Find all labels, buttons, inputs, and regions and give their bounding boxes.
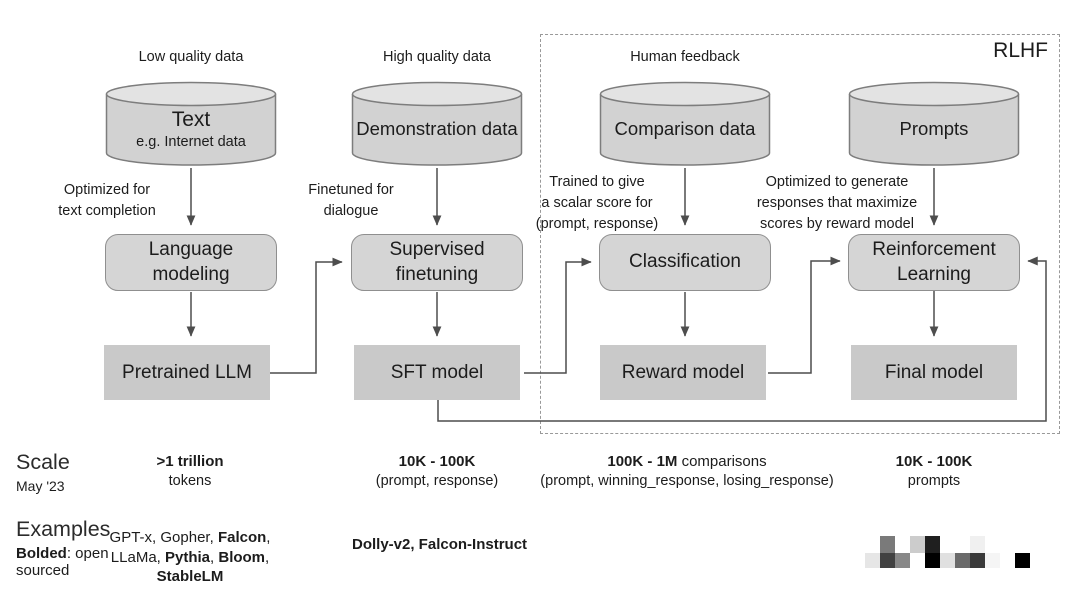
- col3-quality-label: Human feedback: [630, 49, 740, 65]
- col1-cylinder-subtitle: e.g. Internet data: [136, 133, 246, 150]
- col2-arrow-annotation: Finetuned for dialogue: [308, 182, 394, 220]
- rlhf-region-label: RLHF: [993, 39, 1048, 62]
- examples-note-line2: sourced: [16, 562, 70, 579]
- scale-col3: 100K - 1M comparisons (prompt, winning_r…: [540, 453, 834, 489]
- col1-cylinder-title: Text: [171, 108, 211, 132]
- col2-data-cylinder: Demonstration data: [351, 81, 523, 167]
- col2-cylinder-title: Demonstration data: [356, 117, 518, 139]
- examples-row-header: Examples Bolded: open sourced: [16, 517, 110, 579]
- col4-process-box: Reinforcement Learning: [848, 234, 1020, 291]
- col4-cylinder-title: Prompts: [899, 117, 969, 139]
- col3-arrow-annotation: Trained to give a scalar score for (prom…: [535, 174, 659, 233]
- cylinder-icon: [848, 81, 1020, 166]
- col2-quality-label: High quality data: [382, 49, 491, 65]
- cylinder-icon: [105, 81, 277, 166]
- col2-model-box: SFT model: [354, 345, 520, 400]
- cylinder-icon: [351, 81, 523, 166]
- col3-cylinder-title: Comparison data: [614, 117, 756, 139]
- scale-date: May '23: [16, 478, 65, 494]
- examples-title: Examples: [16, 517, 111, 541]
- examples-note-line1: Bolded: open: [16, 545, 109, 562]
- col1-process-box: Language modeling: [105, 234, 277, 291]
- col1-model-box: Pretrained LLM: [104, 345, 270, 400]
- scale-title: Scale: [16, 450, 70, 474]
- col3-process-box: Classification: [599, 234, 771, 291]
- examples-col1-models: GPT-x, Gopher, Falcon, LLaMa, Pythia, Bl…: [109, 529, 271, 585]
- col3-data-cylinder: Comparison data: [599, 81, 771, 167]
- col4-model-box: Final model: [851, 345, 1017, 400]
- cylinder-icon: [599, 81, 771, 166]
- scale-row-header: Scale May '23: [16, 450, 70, 494]
- scale-col4: 10K - 100K prompts: [895, 453, 973, 489]
- rlhf-dashed-region: [540, 34, 1060, 434]
- col3-model-box: Reward model: [600, 345, 766, 400]
- scale-col1: >1 trillion tokens: [156, 453, 224, 489]
- col1-data-cylinder: Text e.g. Internet data: [105, 81, 277, 167]
- col2-process-box: Supervised finetuning: [351, 234, 523, 291]
- scale-col2: 10K - 100K (prompt, response): [375, 453, 499, 489]
- col4-data-cylinder: Prompts: [848, 81, 1020, 167]
- col1-arrow-annotation: Optimized for text completion: [58, 182, 156, 220]
- col1-quality-label: Low quality data: [138, 49, 244, 65]
- examples-col4-pixelated-block: [865, 536, 1030, 568]
- col4-arrow-annotation: Optimized to generate responses that max…: [756, 174, 918, 233]
- examples-col2-models: Dolly-v2, Falcon-Instruct: [352, 536, 528, 553]
